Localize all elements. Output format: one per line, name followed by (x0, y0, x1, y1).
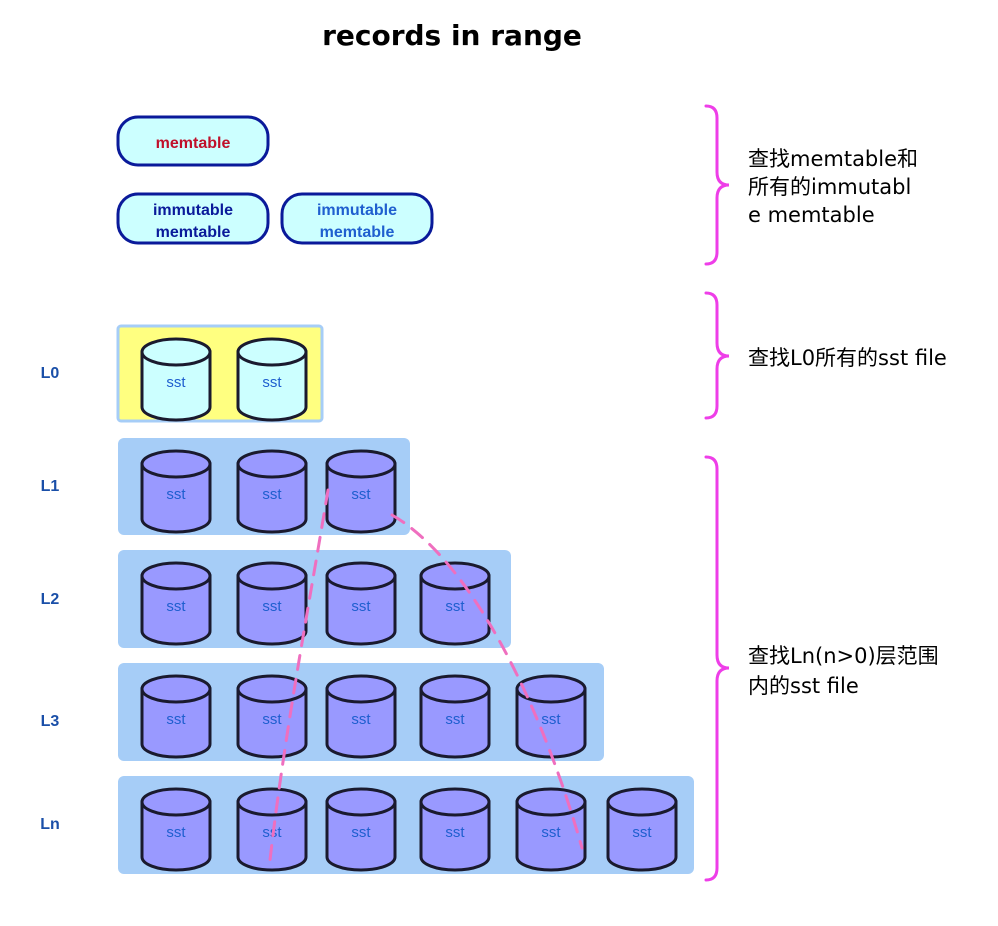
sst-label: sst (166, 824, 186, 841)
immutable-memtable-pill: immutable memtable (280, 192, 434, 245)
sst-files: sst sst sst sst sst sst sst sst sst sst sst sst sst s… (140, 337, 678, 872)
memtable-pill: memtable (116, 115, 270, 167)
sst-file-cylinder: sst (140, 561, 212, 646)
annotation-memtable-line2: 所有的immutabl (748, 175, 911, 199)
sst-label: sst (351, 598, 371, 615)
sst-file-cylinder: sst (236, 674, 308, 759)
sst-label: sst (445, 598, 465, 615)
sst-label: sst (445, 711, 465, 728)
immutable-memtable-pill: immutable memtable (116, 192, 270, 245)
sst-file-cylinder: sst (419, 674, 491, 759)
sst-label: sst (262, 486, 282, 503)
sst-label: sst (166, 598, 186, 615)
annotation-l0: 查找L0所有的sst file (748, 346, 947, 370)
sst-file-cylinder: sst (325, 674, 397, 759)
immutable-label-line1: immutable (317, 202, 397, 219)
sst-label: sst (262, 598, 282, 615)
annotation-ln-line1: 查找Ln(n>0)层范围 (748, 644, 939, 668)
sst-file-cylinder: sst (140, 787, 212, 872)
sst-label: sst (445, 824, 465, 841)
sst-file-cylinder: sst (236, 449, 308, 534)
level-label-l2: L2 (41, 591, 60, 608)
sst-file-cylinder: sst (140, 674, 212, 759)
sst-file-cylinder: sst (236, 787, 308, 872)
sst-label: sst (351, 824, 371, 841)
memtable-label: memtable (156, 135, 231, 152)
sst-file-cylinder: sst (140, 337, 212, 422)
level-label-l3: L3 (41, 713, 60, 730)
level-label-l1: L1 (41, 478, 60, 495)
sst-file-cylinder: sst (325, 787, 397, 872)
sst-file-cylinder: sst (515, 787, 587, 872)
sst-label: sst (541, 711, 561, 728)
sst-label: sst (262, 374, 282, 391)
sst-label: sst (166, 374, 186, 391)
immutable-label-line2: memtable (320, 224, 395, 241)
annotation-memtable-line3: e memtable (748, 203, 875, 227)
brace-l0 (704, 291, 730, 420)
annotation-ln-line2: 内的sst file (748, 674, 859, 698)
annotation-memtable-line1: 查找memtable和 (748, 147, 918, 171)
sst-file-cylinder: sst (236, 337, 308, 422)
sst-label: sst (262, 711, 282, 728)
sst-label: sst (166, 486, 186, 503)
sst-file-cylinder: sst (140, 449, 212, 534)
sst-file-cylinder: sst (515, 674, 587, 759)
sst-file-cylinder: sst (606, 787, 678, 872)
level-label-l0: L0 (41, 365, 60, 382)
sst-label: sst (632, 824, 652, 841)
sst-file-cylinder: sst (325, 561, 397, 646)
sst-label: sst (351, 711, 371, 728)
sst-file-cylinder: sst (419, 787, 491, 872)
sst-file-cylinder: sst (325, 449, 397, 534)
immutable-label-line2: memtable (156, 224, 231, 241)
sst-label: sst (541, 824, 561, 841)
brace-ln (704, 455, 730, 882)
level-l2 (118, 550, 511, 648)
diagram-title: records in range (322, 19, 582, 52)
sst-label: sst (351, 486, 371, 503)
level-label-ln: Ln (40, 816, 60, 833)
immutable-label-line1: immutable (153, 202, 233, 219)
range-left-boundary (268, 488, 330, 862)
sst-file-cylinder: sst (236, 561, 308, 646)
sst-file-cylinder: sst (419, 561, 491, 646)
sst-label: sst (166, 711, 186, 728)
brace-memtable (704, 104, 730, 266)
range-right-boundary (390, 513, 584, 850)
